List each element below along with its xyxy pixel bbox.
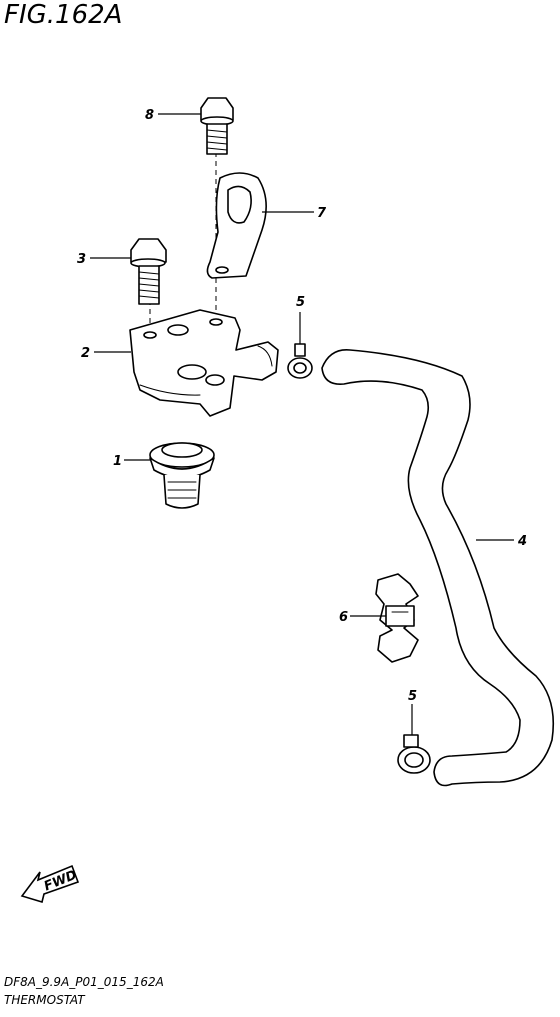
part-5-upper-hose-clip[interactable] <box>287 343 313 379</box>
part-7-bracket[interactable] <box>206 172 267 279</box>
footer-diagram-code: DF8A_9.9A_P01_015_162A <box>4 975 164 989</box>
callout-part-1: 1 <box>113 454 122 469</box>
callout-part-7: 7 <box>317 206 327 221</box>
callout-part-4: 4 <box>517 534 527 549</box>
part-1-thermostat[interactable] <box>149 442 215 509</box>
callout-part-5-lower: 5 <box>408 689 417 704</box>
callout-part-3: 3 <box>77 252 86 267</box>
callout-part-6: 6 <box>339 610 348 625</box>
callout-part-2: 2 <box>81 346 90 361</box>
figure-title: FIG.162A <box>4 0 123 30</box>
fwd-arrow-icon: FWD <box>20 864 79 904</box>
part-8-bolt[interactable] <box>200 97 234 155</box>
part-3-bolt[interactable] <box>130 238 167 305</box>
footer-diagram-name: THERMOSTAT <box>4 993 85 1007</box>
part-5-lower-hose-clip[interactable] <box>397 734 431 774</box>
part-4-water-hose[interactable] <box>321 349 555 787</box>
part-2-thermostat-housing[interactable] <box>129 309 279 417</box>
part-6-hose-clamp[interactable] <box>375 573 419 663</box>
callout-part-8: 8 <box>145 108 154 123</box>
callout-part-5-upper: 5 <box>296 295 305 310</box>
